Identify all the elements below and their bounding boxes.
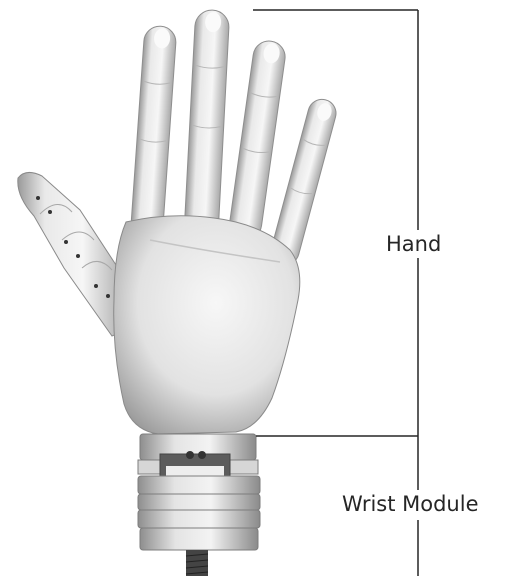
wrist-module-label: Wrist Module bbox=[338, 492, 483, 517]
middle-finger bbox=[184, 9, 230, 236]
thumb bbox=[18, 172, 126, 336]
wrist-module bbox=[138, 434, 260, 576]
index-finger bbox=[130, 25, 177, 237]
hand-label: Hand bbox=[386, 232, 441, 257]
palm bbox=[114, 216, 300, 434]
ring-finger bbox=[228, 39, 288, 242]
